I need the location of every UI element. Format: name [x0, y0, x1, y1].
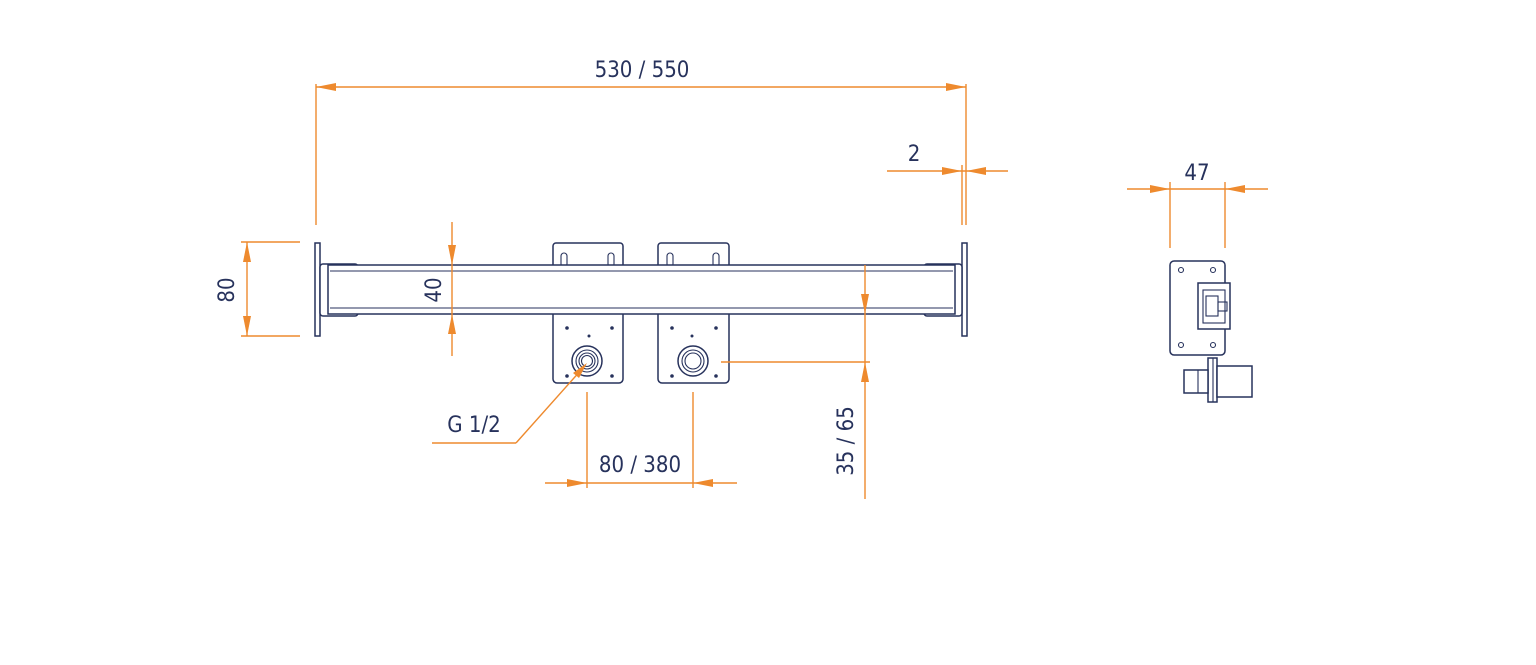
spacing-label: 80 / 380 — [599, 453, 681, 478]
hole — [610, 374, 614, 378]
hole — [690, 334, 694, 338]
hole — [587, 334, 591, 338]
dimension-bracket-height: 80 — [215, 241, 300, 337]
bracket-height-label: 80 — [215, 277, 240, 302]
depth-label: 47 — [1184, 161, 1209, 186]
right-outlet — [677, 345, 709, 377]
hole — [565, 326, 569, 330]
hole — [670, 326, 674, 330]
offset-label: 2 — [908, 142, 921, 167]
hole — [670, 374, 674, 378]
front-view — [314, 242, 968, 384]
dimension-depth: 47 — [1127, 161, 1268, 248]
dimension-thread: G 1/2 — [432, 363, 587, 444]
thread-label: G 1/2 — [447, 413, 500, 438]
side-outlet-stub — [1183, 369, 1209, 394]
main-profile-bar — [327, 264, 956, 315]
dimension-spacing: 80 / 380 — [545, 392, 737, 488]
side-view — [1169, 260, 1253, 403]
profile-height-label: 40 — [422, 277, 447, 302]
dimension-overall-length: 530 / 550 — [315, 58, 967, 225]
side-outlet-body — [1216, 365, 1253, 398]
dimension-offset: 2 — [887, 142, 1008, 225]
dimension-profile-height: 40 — [422, 222, 456, 356]
dimension-outlet-height: 35 / 65 — [721, 265, 870, 499]
hole — [714, 374, 718, 378]
hole — [565, 374, 569, 378]
outlet-height-label: 35 / 65 — [834, 406, 859, 476]
hole — [610, 326, 614, 330]
overall-length-label: 530 / 550 — [595, 58, 690, 83]
hole — [714, 326, 718, 330]
